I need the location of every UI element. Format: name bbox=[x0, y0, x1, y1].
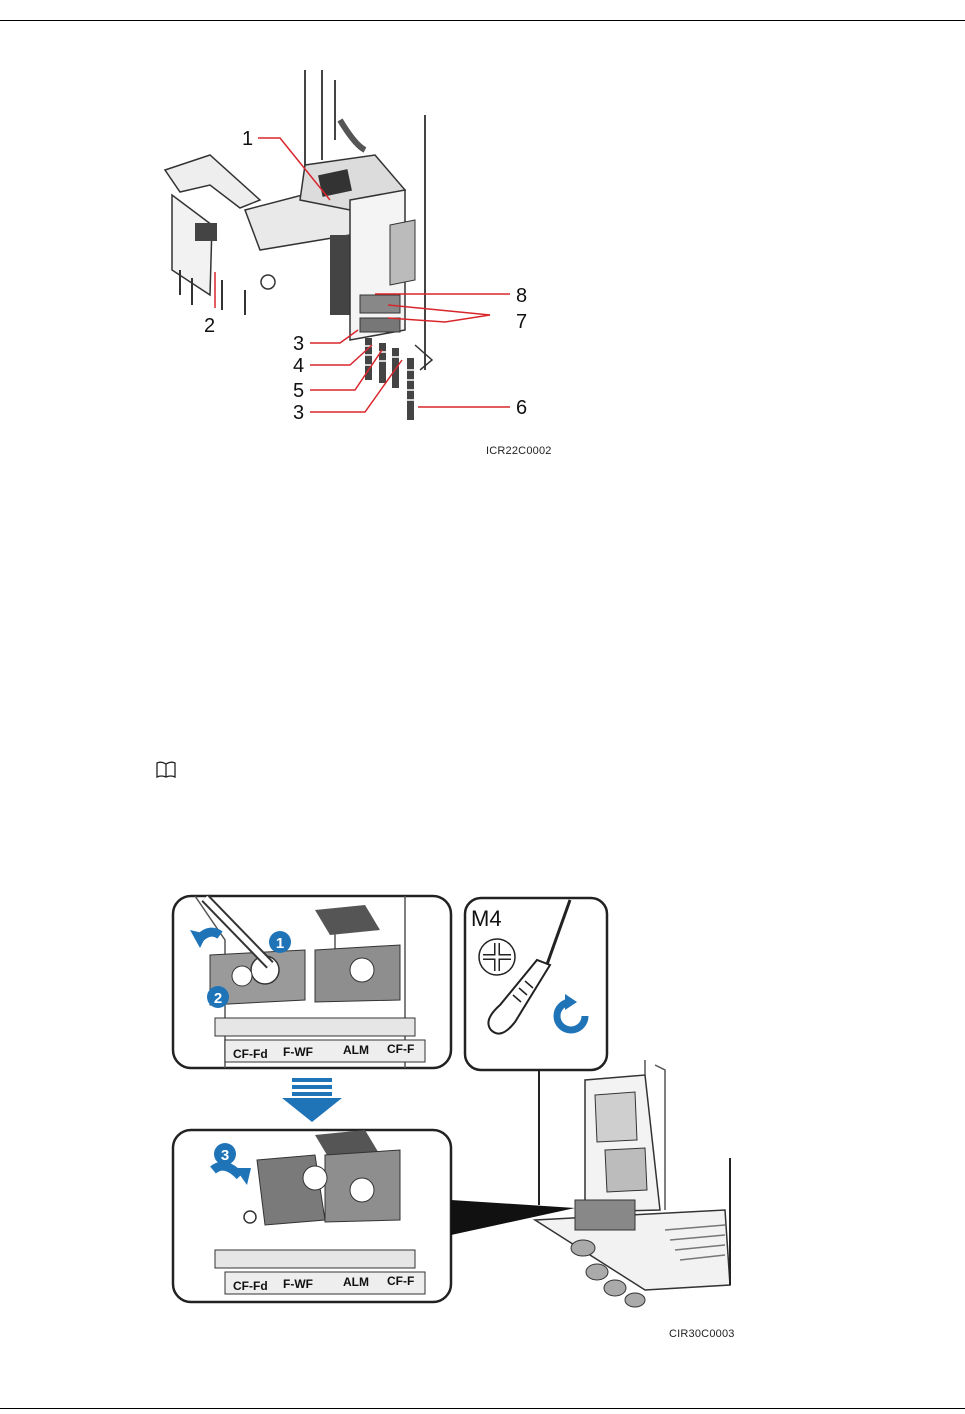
header-rule bbox=[0, 20, 965, 21]
port-label-bottom-1: CF-Fd bbox=[233, 1279, 268, 1293]
callout-6: 6 bbox=[516, 397, 527, 419]
port-label-top-4: CF-F bbox=[387, 1042, 414, 1056]
port-label-top-2: F-WF bbox=[283, 1045, 313, 1059]
figure-2-illustration: 1 2 CF-Fd F-WF ALM CF-F 3 CF-Fd F-WF ALM… bbox=[165, 890, 755, 1315]
port-label-bottom-3: ALM bbox=[343, 1275, 369, 1289]
callout-3a: 3 bbox=[293, 333, 304, 355]
figure-1-code: ICR22C0002 bbox=[486, 445, 552, 457]
callout-7: 7 bbox=[516, 311, 527, 333]
port-label-top-3: ALM bbox=[343, 1043, 369, 1057]
figure-1-illustration: 1 2 3 4 5 3 6 7 8 bbox=[150, 60, 570, 440]
port-label-top-1: CF-Fd bbox=[233, 1047, 268, 1061]
step-1-badge: 1 bbox=[276, 935, 284, 952]
callout-8: 8 bbox=[516, 285, 527, 307]
figure-2-code: CIR30C0003 bbox=[669, 1328, 735, 1340]
tool-size-label: M4 bbox=[471, 906, 502, 931]
step-3-badge: 3 bbox=[221, 1147, 229, 1164]
book-icon bbox=[156, 761, 176, 779]
down-arrow-icon bbox=[282, 1078, 342, 1122]
step-2-badge: 2 bbox=[214, 990, 222, 1007]
port-label-bottom-4: CF-F bbox=[387, 1274, 414, 1288]
port-label-bottom-2: F-WF bbox=[283, 1277, 313, 1291]
callout-1: 1 bbox=[242, 128, 253, 150]
callout-4: 4 bbox=[293, 355, 304, 377]
footer-rule bbox=[0, 1408, 965, 1409]
callout-3b: 3 bbox=[293, 402, 304, 424]
overview-unit bbox=[535, 1060, 730, 1307]
callout-2: 2 bbox=[204, 315, 215, 337]
callout-5: 5 bbox=[293, 380, 304, 402]
